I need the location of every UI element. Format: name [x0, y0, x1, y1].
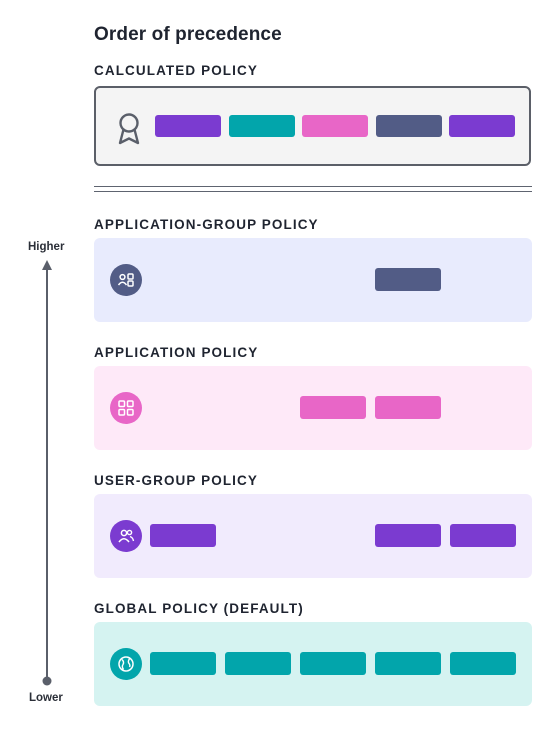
policy-bar: [150, 524, 216, 547]
policy-bar: [375, 268, 441, 291]
calculated-policy-bar: [155, 115, 221, 137]
policy-label-user-group: USER-GROUP POLICY: [94, 473, 258, 488]
application-grid-icon: [110, 392, 142, 424]
policy-label-global: GLOBAL POLICY (DEFAULT): [94, 601, 304, 616]
policy-bar: [375, 652, 441, 675]
policy-bar: [375, 524, 441, 547]
policy-panel-application: [94, 366, 532, 450]
award-ribbon-icon: [114, 112, 144, 146]
calculated-policy-bar: [449, 115, 515, 137]
calculated-policy-bar: [302, 115, 368, 137]
policy-label-application-group: APPLICATION-GROUP POLICY: [94, 217, 319, 232]
globe-icon: [110, 648, 142, 680]
user-group-icon: [110, 520, 142, 552]
precedence-axis: [38, 258, 56, 688]
policy-bar: [375, 396, 441, 419]
policy-bar: [300, 652, 366, 675]
separator-line-bottom: [94, 191, 532, 192]
policy-bar: [450, 652, 516, 675]
page-title: Order of precedence: [94, 24, 282, 45]
policy-panel-user-group: [94, 494, 532, 578]
policy-label-application: APPLICATION POLICY: [94, 345, 259, 360]
calculated-policy-bar: [228, 115, 295, 137]
policy-panel-application-group: [94, 238, 532, 322]
policy-bar: [300, 396, 366, 419]
policy-bar: [225, 652, 291, 675]
policy-bar: [150, 652, 216, 675]
application-group-icon: [110, 264, 142, 296]
separator-line-top: [94, 186, 532, 187]
axis-label-lower: Lower: [29, 692, 63, 704]
policy-panel-global: [94, 622, 532, 706]
calculated-policy-label: CALCULATED POLICY: [94, 63, 258, 78]
calculated-policy-panel: [94, 86, 531, 166]
policy-bar: [450, 524, 516, 547]
calculated-policy-bar: [375, 115, 442, 137]
axis-label-higher: Higher: [28, 241, 65, 253]
